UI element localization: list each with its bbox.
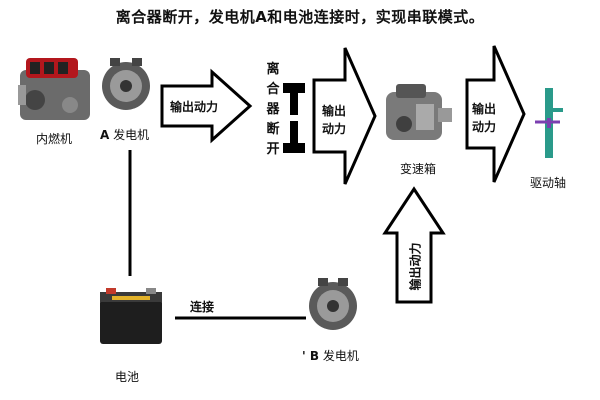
gearbox-icon <box>386 84 452 140</box>
arrow-a-to-clutch-label: 输出动力 <box>170 100 219 114</box>
generator-a-label-group: A 发电机 <box>100 126 149 143</box>
engine-icon <box>18 58 90 120</box>
clutch-char: 开 <box>266 142 280 157</box>
arrow-label-line: 输出 <box>322 104 347 118</box>
clutch-char: 器 <box>266 102 280 117</box>
clutch-char: 合 <box>266 82 280 97</box>
battery-label: 电池 <box>115 370 140 384</box>
engine-label: 内燃机 <box>36 132 73 146</box>
arrow-gearbox-to-axle-label: 输出 动力 <box>472 100 496 136</box>
gearbox-label: 变速箱 <box>400 162 437 176</box>
connection-label: 连接 <box>190 300 215 314</box>
arrow-label-line: 输出 <box>472 102 497 116</box>
diagram-title: 离合器断开，发电机A和电池连接时，实现串联模式。 <box>115 8 485 26</box>
arrow-b-up-label: 输出动力 <box>408 242 423 291</box>
generator-b-letter: ' B <box>302 349 319 363</box>
generator-b-icon <box>309 278 357 330</box>
drive-axle-label: 驱动轴 <box>530 176 567 190</box>
generator-b-label: 发电机 <box>322 349 359 363</box>
generator-a-icon <box>102 58 150 110</box>
generator-a-label: 发电机 <box>113 128 150 142</box>
clutch-label: 离 合 器 断 开 <box>265 60 281 160</box>
arrow-clutch-to-gearbox <box>312 47 377 185</box>
battery-icon <box>100 288 162 344</box>
arrow-gearbox-to-axle <box>465 45 526 183</box>
arrow-a-to-clutch <box>160 68 253 144</box>
generator-a-letter: A <box>100 128 110 142</box>
arrow-clutch-to-gearbox-label: 输出 动力 <box>322 102 346 138</box>
drive-axle-icon <box>535 88 563 158</box>
clutch-char: 断 <box>266 122 280 137</box>
generator-b-label-group: ' B 发电机 <box>302 347 359 364</box>
clutch-char: 离 <box>266 62 280 77</box>
clutch-symbol <box>283 83 305 153</box>
arrow-label-line: 动力 <box>472 120 497 134</box>
arrow-label-line: 动力 <box>322 122 347 136</box>
arrow-b-up-to-gearbox <box>382 186 446 304</box>
